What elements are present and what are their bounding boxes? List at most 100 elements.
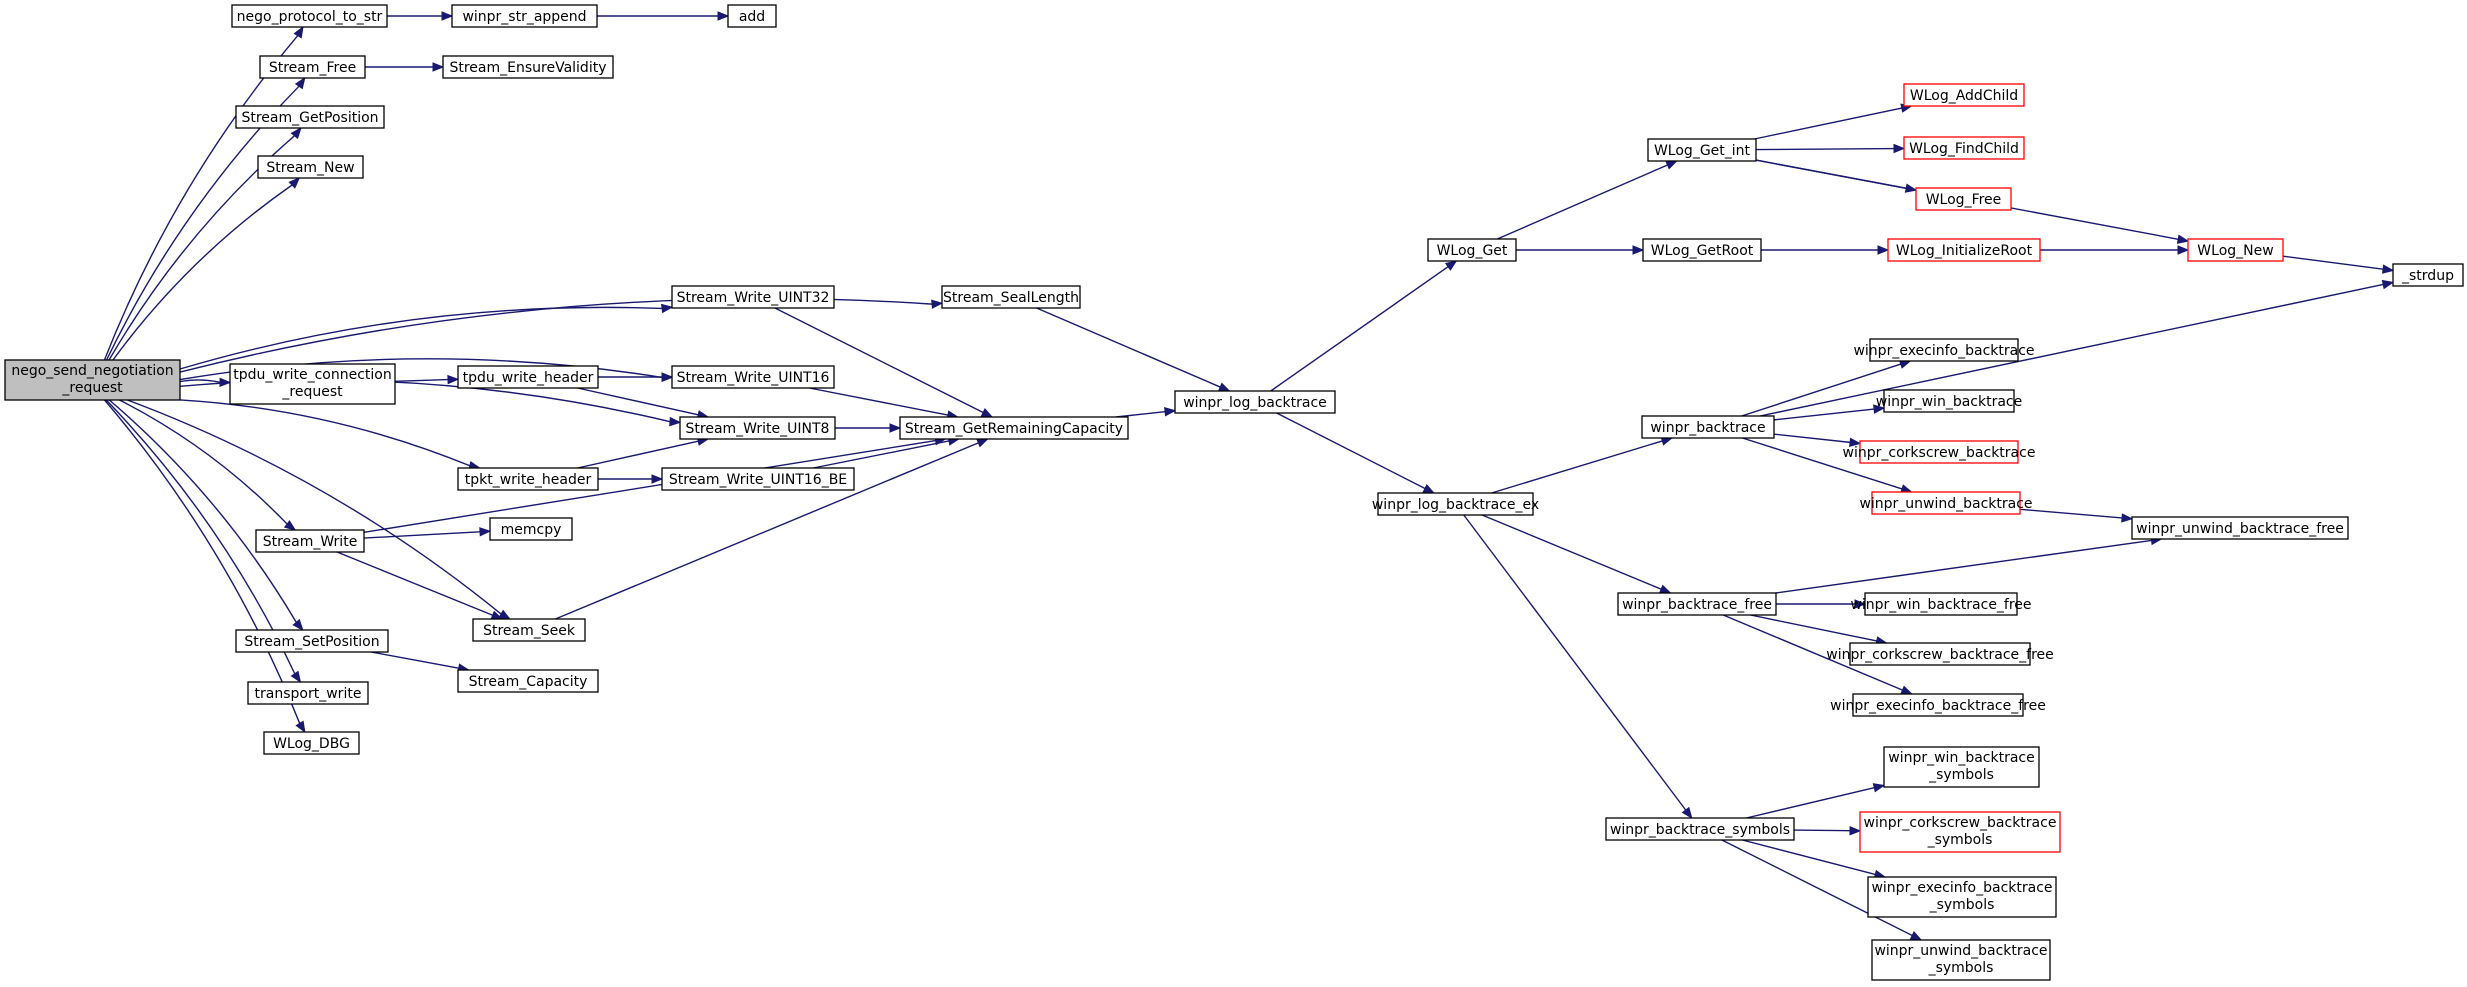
function-node[interactable]: WLog_New [2187,238,2284,262]
function-node[interactable]: WLog_Free [1915,187,2012,211]
function-node[interactable]: Stream_GetRemainingCapacity [899,416,1129,440]
function-node[interactable]: winpr_log_backtrace_ex [1372,492,1539,516]
function-node[interactable]: Stream_Write_UINT32 [671,285,835,309]
edge-n11-to-n13 [577,387,699,416]
edge-n35-to-n39 [1742,437,1903,490]
function-node[interactable]: Stream_Write [255,529,365,553]
function-node[interactable]: winpr_backtrace_symbols [1605,817,1795,841]
function-node[interactable]: memcpy [489,517,573,541]
edge-n15-to-n25 [1270,266,1449,392]
arrowhead-n35-to-n38 [1849,437,1862,448]
node-label: WLog_Get_int [1654,143,1751,159]
edge-n0-to-n20 [127,399,502,615]
node-label: WLog_FindChild [1909,141,2019,157]
function-node[interactable]: tpdu_write_connection_request [229,363,396,405]
function-node[interactable]: WLog_GetRoot [1642,238,1762,262]
edge-n34-to-n45 [1463,514,1687,811]
edge-n39-to-n40 [2019,508,2123,519]
arrowhead-n0-to-n18 [283,519,297,531]
function-node[interactable]: WLog_FindChild [1903,136,2025,160]
edge-n25-to-n26 [1497,164,1668,240]
arrowhead-n1-to-n2 [441,11,454,21]
function-node[interactable]: winpr_execinfo_backtrace [1853,338,2035,362]
node-label: _symbols [1929,897,1995,913]
node-label: winpr_corkscrew_backtrace [1864,815,2057,831]
function-node[interactable]: WLog_AddChild [1903,83,2025,107]
edge-n0-to-n1 [103,35,299,361]
edge-n0-to-n10 [179,379,221,384]
function-node[interactable]: winpr_unwind_backtrace_symbols [1871,939,2051,981]
function-node[interactable]: transport_write [247,681,369,705]
function-node[interactable]: winpr_unwind_backtrace [1859,491,2033,515]
node-label: Stream_EnsureValidity [449,60,606,76]
arrowhead-n15-to-n25 [1444,260,1458,271]
arrowhead-n35-to-n37 [1873,404,1886,414]
function-node[interactable]: winpr_win_backtrace_symbols [1883,746,2040,788]
edge-n26-to-n27 [1754,107,1902,140]
node-box [2187,238,2284,262]
function-node[interactable]: Stream_EnsureValidity [442,55,614,79]
arrowhead-n11-to-n12 [661,372,674,382]
function-node[interactable]: nego_protocol_to_str [231,4,388,28]
node-box [2392,263,2464,287]
function-node[interactable]: Stream_SetPosition [235,629,389,653]
function-node[interactable]: Stream_GetPosition [235,105,385,129]
function-node[interactable]: winpr_corkscrew_backtrace_symbols [1859,811,2061,853]
function-node[interactable]: winpr_unwind_backtrace_free [2131,516,2349,540]
function-node[interactable]: Stream_Write_UINT8 [679,416,836,440]
function-node[interactable]: Stream_Write_UINT16_BE [661,467,855,491]
edge-n10-to-n11 [394,378,449,383]
arrowhead-n32-to-n33 [2381,264,2395,274]
function-node[interactable]: Stream_Free [259,55,366,79]
function-node[interactable]: winpr_execinfo_backtrace_symbols [1867,876,2057,918]
function-node[interactable]: WLog_DBG [263,731,360,755]
node-label: _symbols [1928,767,1994,783]
edge-n12-to-n14 [809,387,949,416]
call-edges [103,11,2395,941]
function-node[interactable]: WLog_Get [1427,238,1517,262]
function-node[interactable]: tpkt_write_header [457,467,599,491]
function-node[interactable]: WLog_Get_int [1647,138,1757,162]
node-label: Stream_Write_UINT16 [677,370,830,386]
function-node[interactable]: winpr_log_backtrace [1174,390,1336,414]
edge-n34-to-n35 [1491,440,1663,494]
function-node[interactable]: _strdup [2392,263,2464,287]
edge-n17-to-n14 [813,440,950,469]
function-node[interactable]: Stream_Write_UINT16 [671,365,835,389]
function-node[interactable]: winpr_str_append [451,4,598,28]
node-label: memcpy [501,522,562,538]
function-node[interactable]: winpr_win_backtrace [1876,389,2022,413]
node-box [235,629,389,653]
function-node[interactable]: tpdu_write_header [457,365,599,389]
function-node[interactable]: Stream_New [257,155,364,179]
function-node[interactable]: WLog_InitializeRoot [1887,238,2041,262]
node-box [1859,811,2061,853]
node-label: _request [61,380,123,396]
function-node[interactable]: Stream_Seek [472,618,586,642]
function-node[interactable]: Stream_Capacity [457,669,599,693]
arrowhead-n31-to-n32 [2177,245,2190,255]
edge-n35-to-n38 [1773,433,1851,444]
root-function-node[interactable]: nego_send_negotiation_request [4,359,181,401]
node-box [1915,187,2012,211]
arrowhead-n0-to-n6 [290,126,302,140]
node-box [457,365,599,389]
function-node[interactable]: add [727,4,777,28]
function-node[interactable]: winpr_corkscrew_backtrace_free [1826,642,2054,666]
function-node[interactable]: winpr_execinfo_backtrace_free [1830,693,2046,717]
function-node[interactable]: winpr_corkscrew_backtrace [1843,440,2036,464]
node-label: winpr_execinfo_backtrace [1871,880,2052,896]
edge-n45-to-n47 [1793,829,1851,832]
edge-n18-to-n20 [336,551,493,616]
node-label: WLog_Get [1437,243,1508,259]
arrowhead-n10-to-n11 [447,374,460,385]
function-node[interactable]: winpr_backtrace [1641,415,1775,439]
node-label: winpr_corkscrew_backtrace [1843,445,2036,461]
node-box [1903,83,2025,107]
node-box [1174,390,1336,414]
function-node[interactable]: winpr_win_backtrace_free [1850,592,2032,616]
function-node[interactable]: Stream_SealLength [941,285,1081,309]
node-label: Stream_Write_UINT8 [686,421,830,437]
function-node[interactable]: winpr_backtrace_free [1617,592,1777,616]
